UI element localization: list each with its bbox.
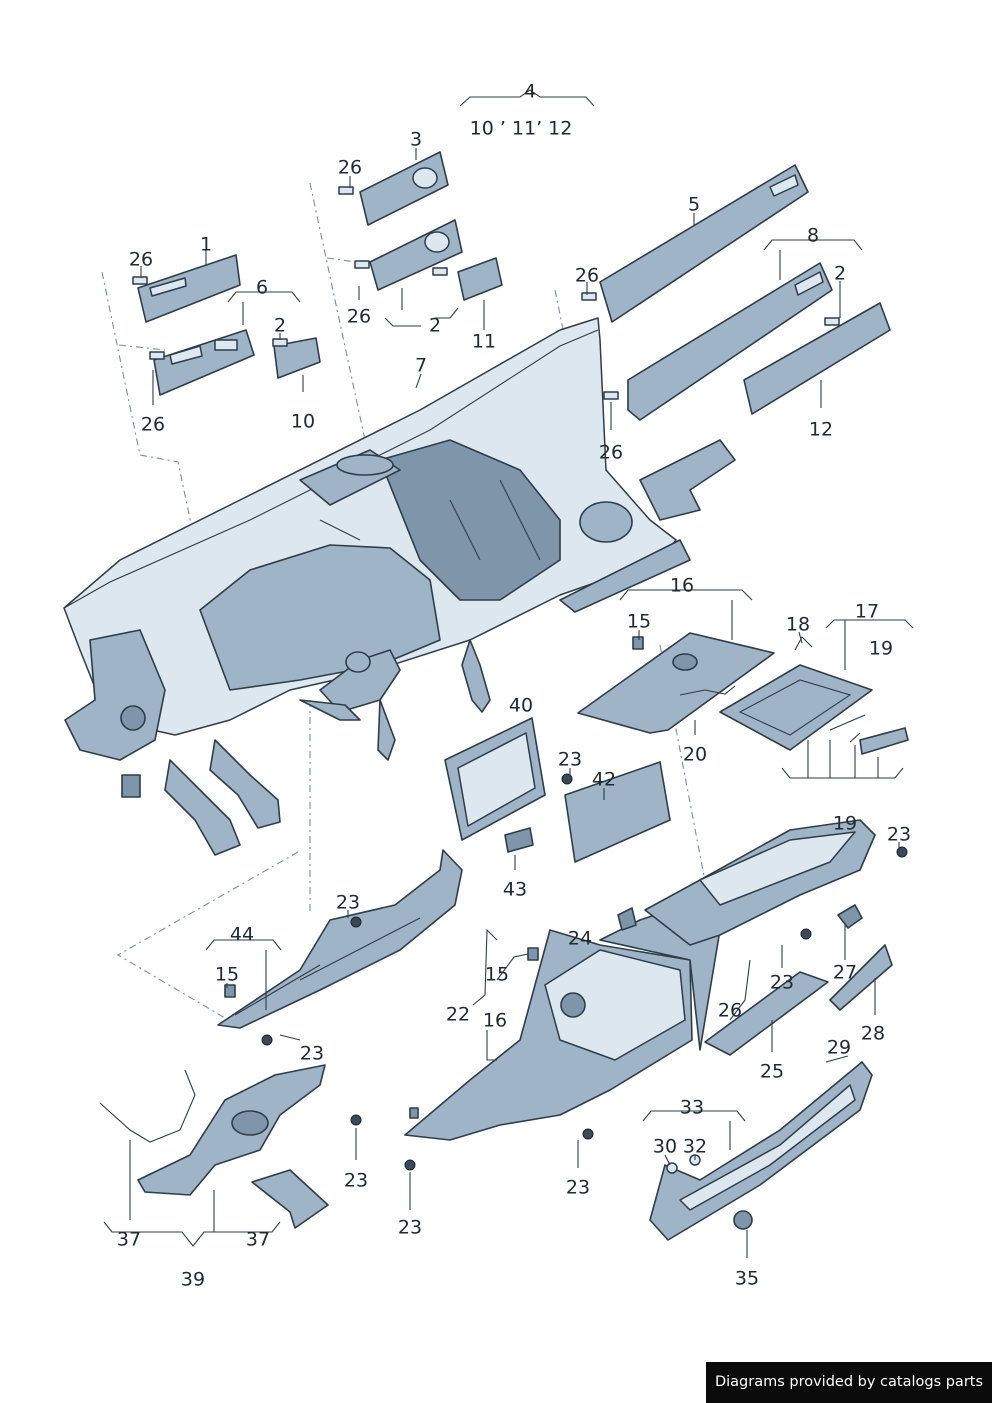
- callout-label-8: 8: [807, 225, 819, 247]
- callout-label-37a: 37: [117, 1229, 141, 1251]
- right-trim-assembly: [581, 164, 891, 421]
- callout-label-27: 27: [833, 962, 857, 984]
- callout-label-23d: 23: [770, 972, 794, 994]
- callout-label-19a: 19: [869, 638, 893, 660]
- callout-label-26f: 26: [599, 442, 623, 464]
- callout-label-44: 44: [230, 924, 254, 946]
- callout-label-16a: 16: [670, 575, 694, 597]
- callout-label-2b: 2: [429, 315, 441, 337]
- callout-label-23a: 23: [558, 749, 582, 771]
- callout-label-26b: 26: [129, 249, 153, 271]
- callout-label-7: 7: [415, 355, 427, 377]
- callout-label-23b: 23: [887, 824, 911, 846]
- callout-label-10: 10: [291, 411, 315, 433]
- callout-label-15c: 15: [215, 964, 239, 986]
- callout-label-25: 25: [760, 1061, 784, 1083]
- callout-label-26a: 26: [338, 157, 362, 179]
- callout-label-6: 6: [256, 277, 268, 299]
- lower-cover-left: [217, 849, 463, 1029]
- glovebox-lid: [649, 1061, 873, 1241]
- callout-label-23f: 23: [344, 1170, 368, 1192]
- callout-label-19b: 19: [833, 813, 857, 835]
- callout-label-4: 4: [524, 81, 536, 103]
- callout-label-1: 1: [200, 234, 212, 256]
- callout-label-37b: 37: [246, 1229, 270, 1251]
- callout-label-39: 39: [181, 1269, 205, 1291]
- callout-label-17: 17: [855, 601, 879, 623]
- callout-label-23h: 23: [398, 1217, 422, 1239]
- right-storage-assembly: [577, 632, 909, 755]
- callout-label-28: 28: [861, 1023, 885, 1045]
- callout-label-23c: 23: [336, 892, 360, 914]
- lower-cover-39: [99, 1064, 329, 1229]
- callout-label-26d: 26: [347, 306, 371, 328]
- callout-label-18: 18: [786, 614, 810, 636]
- callout-label-11: 11: [472, 331, 496, 353]
- callout-label-40: 40: [509, 695, 533, 717]
- callout-label-35: 35: [735, 1268, 759, 1290]
- centre-vent-assembly: [338, 151, 503, 301]
- glovebox-housing: [617, 819, 893, 1063]
- callout-label-42: 42: [592, 769, 616, 791]
- leader-lines: [103, 89, 914, 1258]
- callout-label-15a: 15: [627, 611, 651, 633]
- callout-label-26c: 26: [575, 265, 599, 287]
- callout-label-23g: 23: [566, 1177, 590, 1199]
- callout-label-20: 20: [683, 744, 707, 766]
- callout-label-15b: 15: [485, 964, 509, 986]
- callout-label-5: 5: [688, 194, 700, 216]
- radio-trim-assembly: [444, 717, 671, 863]
- watermark-banner: Diagrams provided by catalogs parts: [706, 1362, 992, 1403]
- callout-label-23e: 23: [300, 1043, 324, 1065]
- left-vent-assembly: [132, 254, 321, 396]
- callout-label-2a: 2: [834, 263, 846, 285]
- callout-label-26e: 26: [141, 414, 165, 436]
- callout-label-32: 32: [683, 1136, 707, 1158]
- screw-icons: [261, 846, 908, 1171]
- callout-label-24: 24: [568, 928, 592, 950]
- callout-label-3: 3: [410, 129, 422, 151]
- callout-label-22: 22: [446, 1004, 470, 1026]
- callout-label-33: 33: [680, 1097, 704, 1119]
- dashboard-carrier: [63, 317, 736, 856]
- callout-label-29: 29: [827, 1037, 851, 1059]
- callout-label-26g: 26: [718, 1000, 742, 1022]
- callout-label-43: 43: [503, 879, 527, 901]
- callout-label-30: 30: [653, 1136, 677, 1158]
- callout-label-2c: 2: [274, 315, 286, 337]
- callout-label-10_11_12: 10 ’ 11’ 12: [470, 118, 573, 140]
- callout-label-12: 12: [809, 419, 833, 441]
- callout-label-16b: 16: [483, 1010, 507, 1032]
